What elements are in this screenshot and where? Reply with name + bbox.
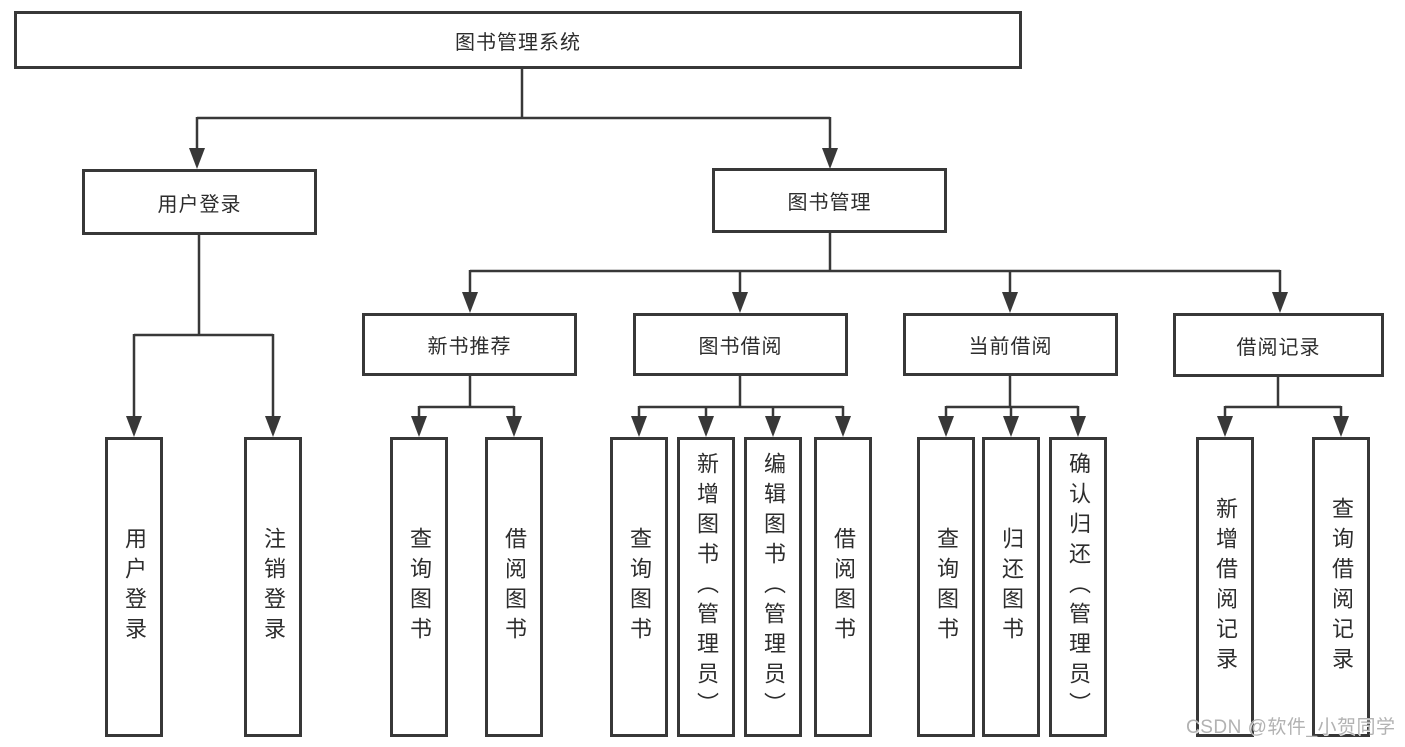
node-label: 查询借阅记录 (1329, 497, 1354, 677)
node-label: 借阅图书 (502, 527, 527, 647)
watermark: CSDN @软件_小贺同学 (1186, 717, 1396, 738)
node-borrow-record: 借阅记录 (1173, 313, 1384, 377)
leaf-query-book-recommend: 查询图书 (390, 437, 448, 737)
node-label: 新增图书（管理员） (694, 452, 719, 722)
node-label: 用户登录 (157, 193, 242, 216)
node-label: 查询图书 (627, 527, 652, 647)
node-label: 图书管理系统 (455, 31, 581, 54)
node-label: 注销登录 (261, 527, 286, 647)
leaf-logout: 注销登录 (244, 437, 302, 737)
node-label: 当前借阅 (968, 336, 1053, 358)
leaf-confirm-return-admin: 确认归还（管理员） (1049, 437, 1107, 737)
node-book-borrow: 图书借阅 (633, 313, 848, 376)
leaf-user-login: 用户登录 (105, 437, 163, 737)
node-label: 编辑图书（管理员） (761, 452, 786, 722)
node-label: 归还图书 (999, 527, 1024, 647)
leaf-borrow-book-recommend: 借阅图书 (485, 437, 543, 737)
node-label: 图书管理 (787, 192, 872, 214)
node-label: 借阅图书 (831, 527, 856, 647)
node-label: 图书借阅 (698, 336, 783, 358)
node-label: 新书推荐 (427, 336, 512, 358)
leaf-return-book: 归还图书 (982, 437, 1040, 737)
arrowheads (126, 148, 1349, 437)
node-library-system: 图书管理系统 (14, 11, 1022, 69)
node-new-book-recommend: 新书推荐 (362, 313, 577, 376)
node-label: 查询图书 (934, 527, 959, 647)
node-current-borrow: 当前借阅 (903, 313, 1118, 376)
leaf-add-borrow-record: 新增借阅记录 (1196, 437, 1254, 737)
node-book-management: 图书管理 (712, 168, 947, 233)
node-user-login: 用户登录 (82, 169, 317, 235)
leaf-edit-book-admin: 编辑图书（管理员） (744, 437, 802, 737)
node-label: 查询图书 (407, 527, 432, 647)
node-label: 用户登录 (122, 527, 147, 647)
leaf-borrow-book: 借阅图书 (814, 437, 872, 737)
leaf-query-book-borrow: 查询图书 (610, 437, 668, 737)
leaf-query-borrow-record: 查询借阅记录 (1312, 437, 1370, 737)
leaf-query-book-current: 查询图书 (917, 437, 975, 737)
node-label: 新增借阅记录 (1213, 497, 1238, 677)
leaf-add-book-admin: 新增图书（管理员） (677, 437, 735, 737)
node-label: 确认归还（管理员） (1066, 452, 1091, 722)
node-label: 借阅记录 (1236, 336, 1321, 359)
